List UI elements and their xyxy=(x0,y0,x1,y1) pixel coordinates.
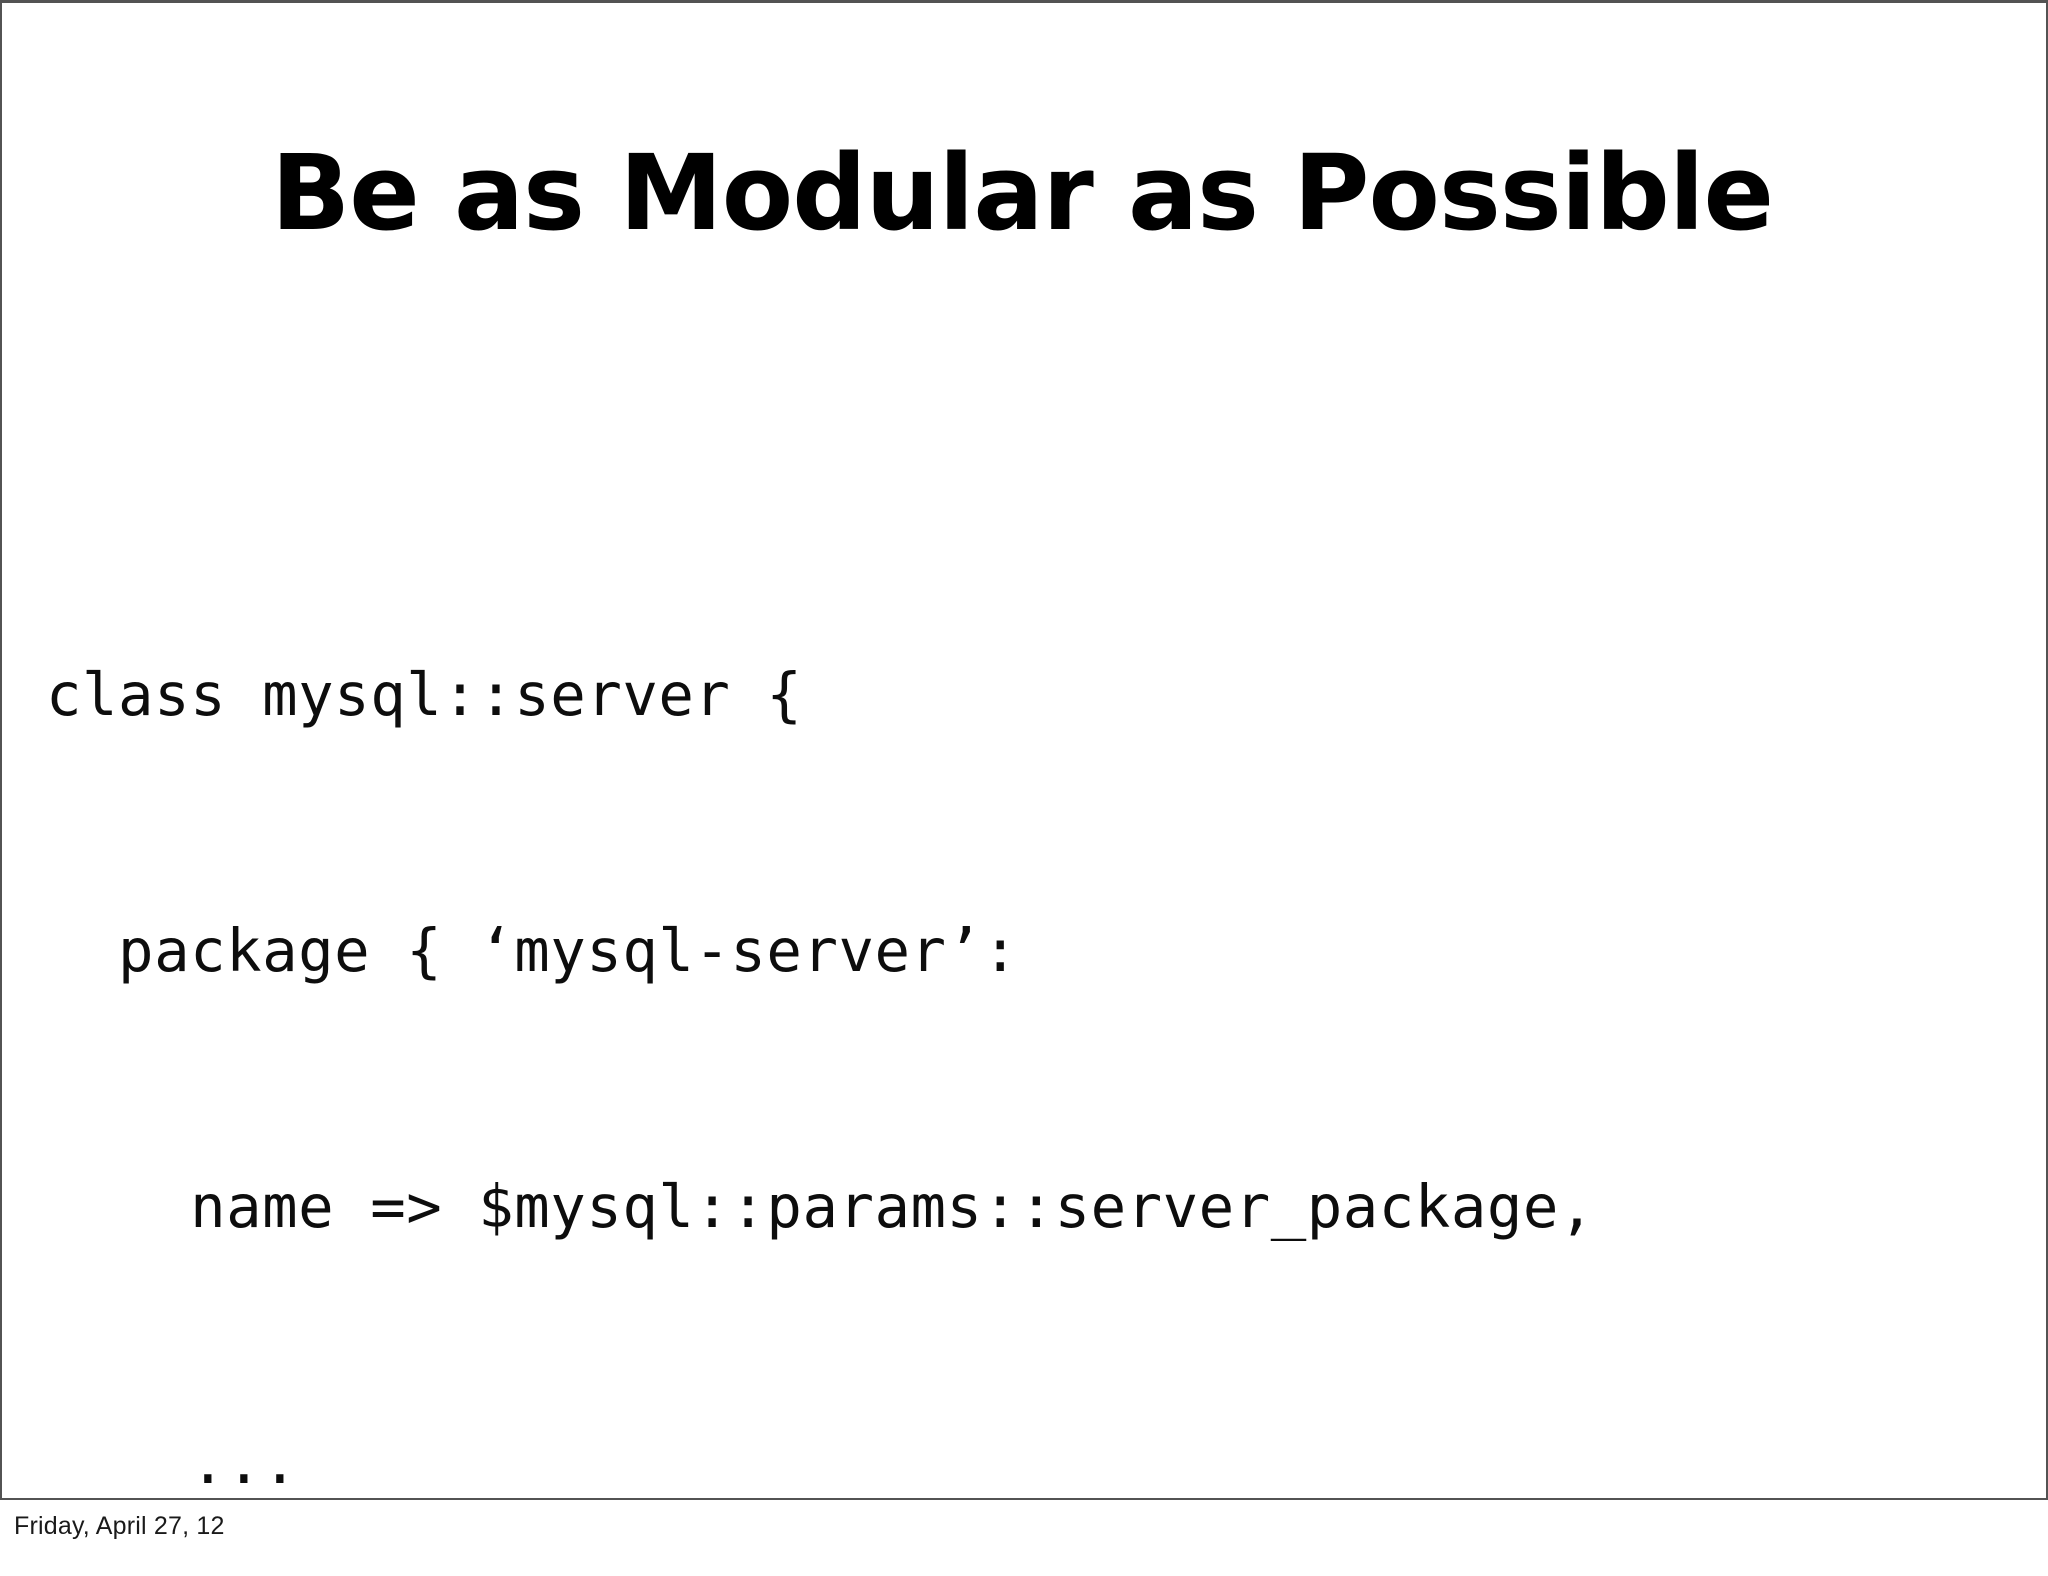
page-title: Be as Modular as Possible xyxy=(270,131,1774,254)
code-block: class mysql::server { package { ‘mysql-s… xyxy=(46,480,2026,1498)
code-content: class mysql::server { package { ‘mysql-s… xyxy=(46,573,2026,1498)
slide-canvas: Be as Modular as Possible class mysql::s… xyxy=(0,0,2048,1500)
code-line: class mysql::server { xyxy=(46,660,803,729)
slide-footer: Friday, April 27, 12 xyxy=(0,1500,2048,1576)
code-line: package { ‘mysql-server’: xyxy=(46,916,1019,985)
code-line: ... xyxy=(46,1428,299,1497)
code-line: name => $mysql::params::server_package, xyxy=(46,1172,1595,1241)
footer-date: Friday, April 27, 12 xyxy=(14,1512,225,1540)
